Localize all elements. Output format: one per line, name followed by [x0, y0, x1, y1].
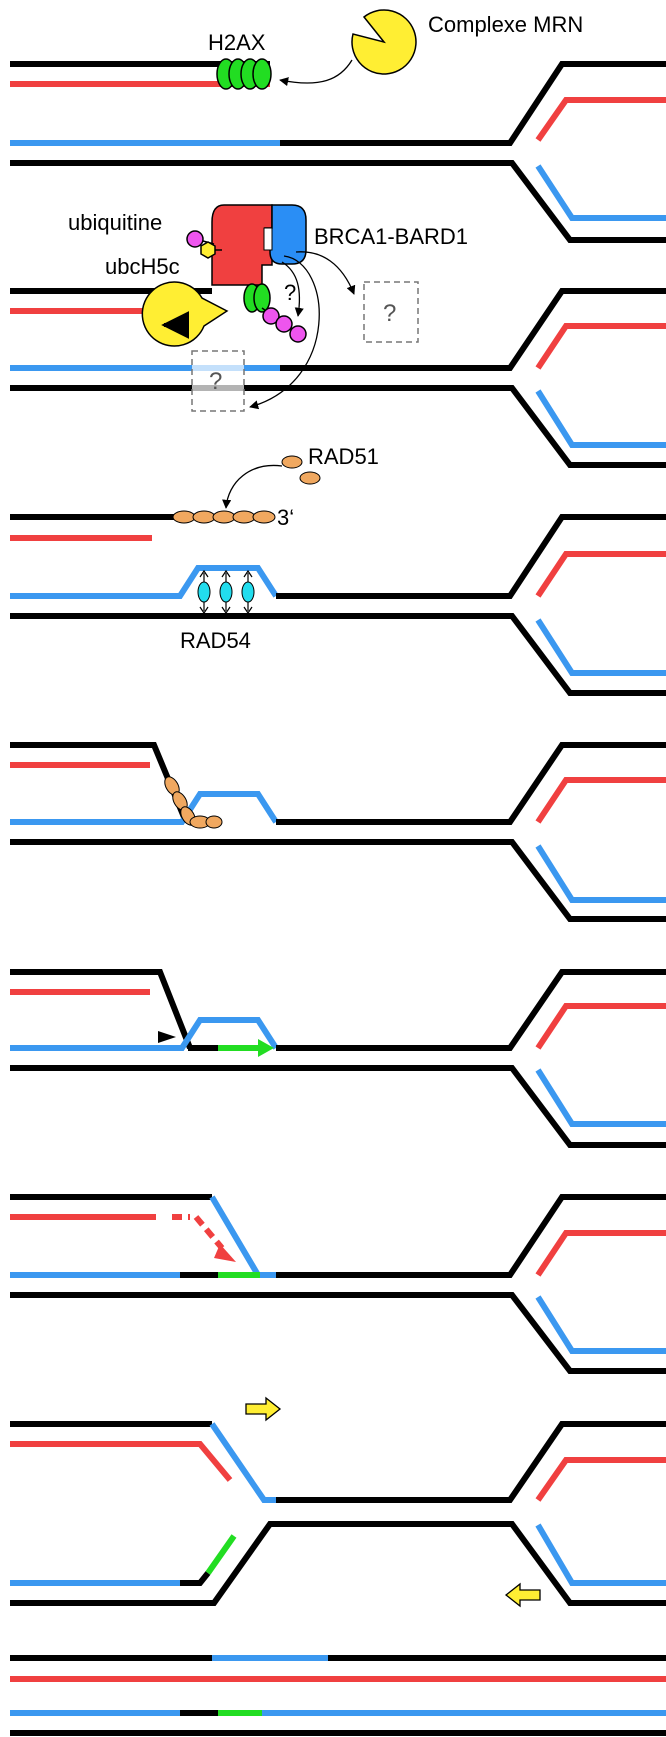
- brca1-bard1-complex: [211, 204, 307, 286]
- h2ax-cluster: [243, 283, 271, 313]
- mrn-recruit-arrow: [279, 59, 353, 87]
- mrn-complex: [141, 281, 229, 347]
- dna-strands: [10, 61, 666, 243]
- panel-5: [10, 969, 666, 1148]
- dna-strands: [10, 288, 666, 468]
- unknown-target-box-right: ?: [363, 281, 419, 343]
- h2ax-cluster: [216, 58, 272, 90]
- h2ax-label: H2AX: [208, 30, 266, 55]
- migration-arrow-left: [504, 1582, 541, 1608]
- svg-text:?: ?: [383, 300, 396, 327]
- free-rad51: [281, 455, 321, 485]
- target-arrow-upper: [295, 251, 356, 295]
- ubiquitine-label: ubiquitine: [68, 210, 162, 235]
- panel-2: ubiquitine ubcH5c BRCA1-BARD1 ? ? ?: [10, 204, 666, 468]
- primer-end-marker: [158, 1031, 176, 1043]
- ubiquitin-ball: [186, 230, 204, 248]
- question-mark-near: ?: [284, 280, 296, 305]
- panel-6: [10, 1194, 666, 1374]
- mrn-complex: [351, 9, 417, 75]
- dna-strands: [10, 969, 666, 1148]
- rad54-motors: [197, 569, 255, 615]
- target-arrow-lower: [249, 255, 320, 410]
- synthesis-arrowhead: [258, 1039, 274, 1057]
- dna-strands: [10, 742, 666, 922]
- ubch5c-label: ubcH5c: [105, 254, 180, 279]
- panel-7: [10, 1396, 666, 1608]
- rad51-filament: [164, 776, 223, 829]
- panel-3: RAD51 3‘ RAD54: [10, 444, 666, 696]
- extension-arrowhead: [214, 1244, 236, 1262]
- brca-label: BRCA1-BARD1: [314, 224, 468, 249]
- three-prime-label: 3‘: [277, 505, 294, 530]
- dna-strands: [10, 514, 666, 696]
- svg-text:?: ?: [209, 368, 222, 395]
- dna-strands: [10, 1421, 666, 1606]
- panel-4: [10, 742, 666, 922]
- dna-strands: [10, 1655, 666, 1736]
- rad54-label: RAD54: [180, 628, 251, 653]
- migration-arrow-right: [245, 1396, 282, 1422]
- rad51-label: RAD51: [308, 444, 379, 469]
- ubiquitin-transfer-arrow: [281, 261, 304, 317]
- panel-8: [10, 1655, 666, 1736]
- dna-strands: [10, 1194, 666, 1374]
- unknown-target-box-dna: ?: [191, 350, 245, 412]
- panel-1: H2AX Complexe MRN: [10, 9, 666, 243]
- ubch5c-shape: [200, 241, 216, 259]
- ubiquitin-chain: [261, 307, 307, 343]
- rad51-load-arrow: [222, 464, 283, 509]
- rad51-filament: [172, 510, 276, 524]
- mrn-label: Complexe MRN: [428, 12, 583, 37]
